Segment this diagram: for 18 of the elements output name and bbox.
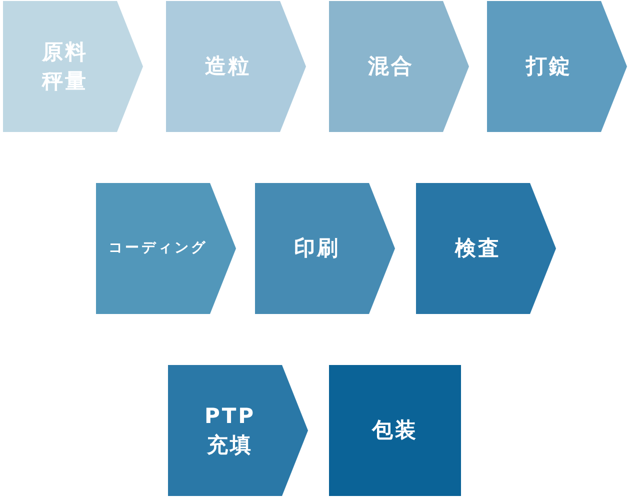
step-label: コーディング	[108, 239, 208, 258]
step-label: 混合	[366, 53, 415, 80]
process-step-pentagon	[255, 183, 395, 314]
process-step-pentagon	[168, 365, 308, 496]
process-step-pentagon	[3, 1, 143, 132]
process-step-pentagon	[487, 1, 627, 132]
step-label: 打錠	[524, 53, 573, 80]
process-step-pentagon	[329, 1, 469, 132]
step-label: 検査	[454, 235, 502, 262]
step-label: 原料秤量	[40, 38, 89, 94]
process-step-pentagon	[96, 183, 236, 314]
process-step-pentagon	[416, 183, 556, 314]
step-label: 印刷	[293, 235, 341, 262]
process-step-pentagon	[166, 1, 306, 132]
step-label: 包装	[370, 417, 419, 444]
step-label: 造粒	[204, 53, 252, 80]
step-label: PTP充填	[203, 402, 257, 458]
process-step-box	[329, 365, 461, 496]
